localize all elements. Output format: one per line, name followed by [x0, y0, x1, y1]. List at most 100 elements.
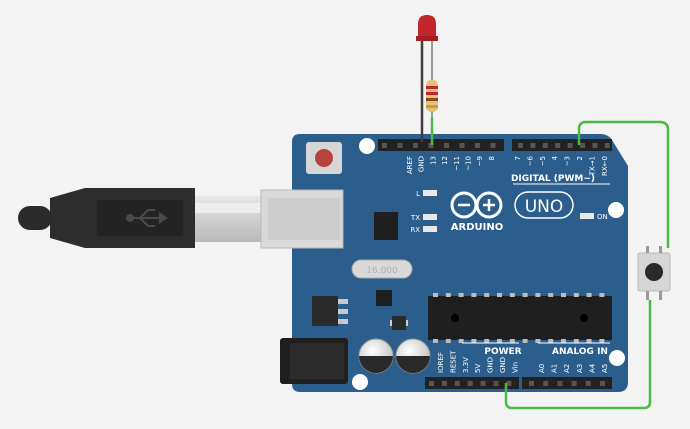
header-pin[interactable] — [529, 381, 534, 386]
header-pin[interactable] — [518, 143, 523, 148]
mcu-pin — [458, 293, 464, 297]
mcu-pin — [445, 339, 451, 343]
usb-controller-chip — [374, 212, 398, 240]
header-pin[interactable] — [397, 143, 403, 148]
wire-pin2-to-button[interactable] — [577, 120, 670, 248]
header-pin[interactable] — [530, 143, 536, 148]
mcu-pin — [484, 339, 490, 343]
pin-label: ~6 — [526, 155, 534, 166]
pin-label: A5 — [601, 364, 609, 373]
pin-label: AREF — [406, 156, 414, 174]
header-pin[interactable] — [475, 143, 480, 148]
led-on — [580, 213, 594, 219]
mcu-pin — [484, 293, 490, 297]
mcu-pin — [471, 339, 477, 343]
header-pin[interactable] — [413, 143, 418, 148]
pin-label: 13 — [429, 156, 437, 165]
pin-label: A4 — [588, 363, 596, 373]
header-pin[interactable] — [592, 143, 598, 148]
header-pin[interactable] — [543, 381, 549, 386]
pin-label: RESET — [449, 350, 457, 373]
led-label-on: ON — [597, 213, 608, 221]
mcu-pin — [599, 293, 605, 297]
mcu-pin — [535, 339, 541, 343]
pin-label: 5V — [474, 364, 482, 373]
header-pin[interactable] — [604, 143, 610, 148]
model-text: UNO — [525, 197, 564, 217]
mcu-pin — [561, 293, 566, 297]
header-pin[interactable] — [493, 381, 499, 386]
pin-label: IOREF — [437, 352, 445, 373]
led-l — [423, 190, 437, 196]
analog-header — [522, 377, 612, 389]
mcu-pin — [497, 293, 502, 297]
header-pin[interactable] — [555, 143, 561, 148]
reset-button[interactable] — [306, 142, 342, 174]
pin-label: A0 — [538, 364, 546, 373]
mcu-pin — [599, 339, 605, 343]
logo-text: ARDUINO — [451, 222, 503, 233]
header-pin[interactable] — [480, 381, 486, 386]
header-pin[interactable] — [441, 381, 447, 386]
usb-cable[interactable] — [18, 188, 261, 248]
pin-label: ~9 — [476, 156, 484, 166]
mcu-pin — [458, 339, 464, 343]
header-pin[interactable] — [382, 143, 387, 148]
header-pin[interactable] — [454, 381, 460, 386]
header-pin[interactable] — [467, 381, 473, 386]
header-pin[interactable] — [585, 381, 591, 386]
header-pin[interactable] — [557, 381, 563, 386]
pin-label: 12 — [441, 156, 449, 165]
mcu-pin — [548, 293, 554, 297]
header-pin[interactable] — [506, 381, 512, 386]
infinity-logo-icon — [450, 191, 503, 219]
wire-button-to-gnd[interactable] — [504, 300, 652, 410]
header-pin[interactable] — [459, 143, 465, 148]
header-pin[interactable] — [580, 143, 585, 148]
pin-label: 7 — [514, 156, 522, 160]
pin-label: TX→1 — [588, 156, 596, 176]
header-pin[interactable] — [428, 143, 434, 148]
mount-hole-bottom-left — [352, 374, 368, 390]
header-pin[interactable] — [571, 381, 577, 386]
crystal-oscillator: 16.000 — [351, 259, 413, 279]
pin-label: GND — [418, 156, 426, 172]
mcu-pin — [535, 293, 541, 297]
mcu-pin — [509, 339, 515, 343]
pushbutton[interactable] — [637, 246, 671, 300]
pin-label: A2 — [563, 364, 571, 373]
pin-label: 4 — [551, 155, 559, 160]
header-pin[interactable] — [444, 143, 449, 148]
resistor[interactable] — [426, 80, 438, 118]
mcu-pin — [522, 339, 528, 343]
digital-header-label: DIGITAL (PWM~) — [511, 174, 595, 184]
uno-badge: UNO — [514, 191, 574, 219]
power-header-label: POWER — [484, 347, 521, 357]
header-pin[interactable] — [490, 143, 496, 148]
usb-icon — [126, 209, 168, 227]
pin-label: ~3 — [564, 156, 572, 166]
header-pin[interactable] — [542, 143, 548, 148]
led-label-l: L — [416, 190, 420, 198]
usb-metal-highlight — [195, 203, 261, 213]
pin-label: A1 — [551, 364, 559, 373]
pin-label: ~10 — [465, 156, 473, 171]
mcu-pin — [433, 293, 438, 297]
header-pin[interactable] — [429, 381, 434, 386]
status-leds: L TX RX ON — [410, 190, 608, 234]
led-component[interactable] — [416, 15, 438, 142]
mcu-pin — [561, 339, 566, 343]
pin-label: ~5 — [539, 156, 547, 166]
header-pin[interactable] — [600, 381, 605, 386]
mcu-pin — [573, 293, 579, 297]
arduino-logo: ARDUINO — [450, 191, 503, 233]
pin-label: Vin — [511, 362, 519, 373]
mount-hole-top-right — [608, 202, 624, 218]
header-pin[interactable] — [567, 143, 573, 148]
capacitor-2 — [395, 338, 431, 374]
mcu-pin — [509, 293, 515, 297]
analog-header-label: ANALOG IN — [552, 347, 608, 357]
